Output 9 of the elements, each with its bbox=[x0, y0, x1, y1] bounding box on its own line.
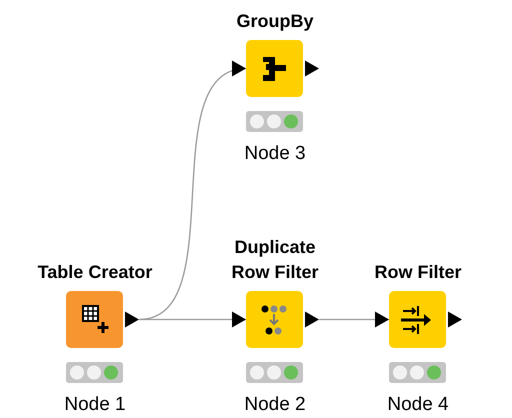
node-title: Table Creator bbox=[36, 261, 154, 284]
node-title: Duplicate Row Filter bbox=[230, 236, 320, 284]
node-title: Row Filter bbox=[373, 261, 462, 284]
node-title: GroupBy bbox=[235, 10, 314, 33]
node-label: Node 4 bbox=[386, 393, 450, 417]
node-label: Node 3 bbox=[243, 142, 307, 166]
connector bbox=[319, 312, 389, 328]
node-label: Node 2 bbox=[243, 393, 307, 417]
node-label: Node 1 bbox=[63, 393, 127, 417]
